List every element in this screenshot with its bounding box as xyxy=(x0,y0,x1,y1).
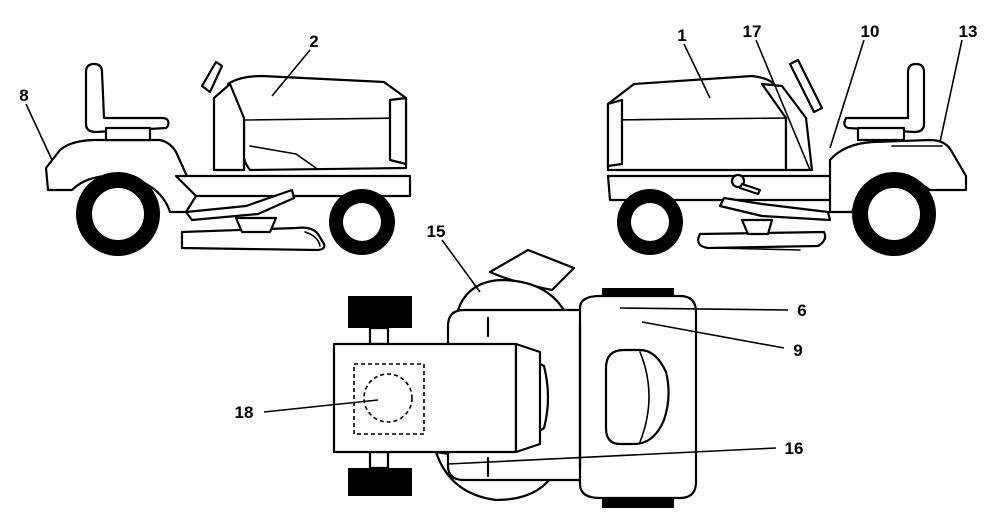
callout-8: 8 xyxy=(19,86,28,105)
hood-right xyxy=(606,74,788,172)
tractor-right-side-view xyxy=(606,58,968,256)
tractor-left-side-view xyxy=(44,60,412,256)
leader-lines xyxy=(25,39,963,465)
seat-left xyxy=(84,62,170,134)
callout-17: 17 xyxy=(743,22,762,41)
callout-15: 15 xyxy=(427,222,446,241)
callout-2: 2 xyxy=(309,32,318,51)
fuel-cap-outline xyxy=(353,363,425,435)
callout-9: 9 xyxy=(793,341,802,360)
seat-right xyxy=(843,62,926,134)
seat-top xyxy=(332,342,518,454)
mower-deck-right xyxy=(697,230,827,250)
callout-labels: 2 1 8 17 10 13 15 6 9 18 16 xyxy=(19,22,977,458)
hood-left xyxy=(226,74,408,172)
tractor-top-view xyxy=(332,248,698,508)
callout-16: 16 xyxy=(785,439,804,458)
callout-18: 18 xyxy=(235,403,254,422)
callout-13: 13 xyxy=(959,22,978,41)
mower-deck-left xyxy=(180,226,326,252)
callout-10: 10 xyxy=(861,22,880,41)
callout-6: 6 xyxy=(797,301,806,320)
callout-1: 1 xyxy=(677,26,686,45)
